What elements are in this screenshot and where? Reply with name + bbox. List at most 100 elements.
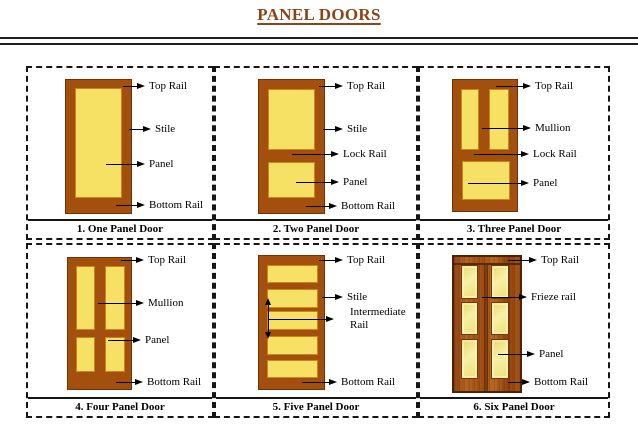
annotation-label: Bottom Rail xyxy=(341,376,396,388)
cell-caption: 3. Three Panel Door xyxy=(420,219,608,238)
arrow-right-icon xyxy=(331,151,339,157)
annotation-label: Top Rail xyxy=(149,80,188,92)
annotation-label: Frieze rail xyxy=(531,291,576,303)
arrow-up-icon xyxy=(264,298,271,305)
leader-line xyxy=(108,339,134,341)
leader-line xyxy=(306,205,330,207)
annotation-label: Mullion xyxy=(535,122,571,134)
arrow-right-icon xyxy=(326,316,334,322)
door-panel xyxy=(462,161,510,200)
leader-line xyxy=(98,302,137,304)
annotation-label: Lock Rail xyxy=(343,148,387,160)
door-panel xyxy=(267,265,318,283)
arrow-right-icon xyxy=(331,179,339,185)
leader-line xyxy=(123,85,138,87)
arrow-right-icon xyxy=(519,294,527,300)
annotation-label: Stile xyxy=(347,291,368,303)
arrow-right-icon xyxy=(522,379,530,385)
leader-line xyxy=(496,85,524,87)
leader-line xyxy=(302,381,330,383)
arrow-right-icon xyxy=(137,202,145,208)
arrow-right-icon xyxy=(137,161,145,167)
annotation-label: Lock Rail xyxy=(533,148,577,160)
cell-caption: 4. Four Panel Door xyxy=(28,397,212,416)
leader-line xyxy=(498,353,528,355)
door-panel xyxy=(105,266,125,330)
arrow-right-icon xyxy=(521,151,529,157)
leader-line xyxy=(116,381,136,383)
annotation-label: Panel xyxy=(145,334,170,346)
annotation-label: Panel xyxy=(149,158,174,170)
arrow-right-icon xyxy=(335,126,343,132)
annotation-label: Top Rail xyxy=(535,80,574,92)
annotation-label: Top Rail xyxy=(347,80,386,92)
door-panel xyxy=(267,336,318,355)
cell-caption: 6. Six Panel Door xyxy=(420,397,608,416)
arrow-right-icon xyxy=(529,257,537,263)
arrow-right-icon xyxy=(335,294,343,300)
door-panel xyxy=(267,360,318,378)
annotation-label: Top Rail xyxy=(347,254,386,266)
annotation-label: Bottom Rail xyxy=(149,199,204,211)
arrow-right-icon xyxy=(527,351,535,357)
annotation-label: Bottom Rail xyxy=(341,200,396,212)
leader-line xyxy=(482,127,524,129)
door-panel xyxy=(76,266,95,330)
arrow-right-icon xyxy=(523,125,531,131)
arrow-right-icon xyxy=(523,83,531,89)
leader-line xyxy=(508,259,530,261)
cell-six-panel-door: Top Rail Frieze rail Panel Bottom Rail 6… xyxy=(418,243,610,418)
cell-four-panel-door: Top Rail Mullion Panel Bottom Rail 4. Fo… xyxy=(26,243,214,418)
annotation-label: Top Rail xyxy=(148,254,187,266)
divider-line xyxy=(0,37,638,39)
annotation-label: Panel xyxy=(533,177,558,189)
door-panel xyxy=(489,89,509,150)
arrow-right-icon xyxy=(335,83,343,89)
door-panel xyxy=(461,339,478,379)
arrow-right-icon xyxy=(329,203,337,209)
cell-one-panel-door: Top Rail Stile Panel Bottom Rail 1. One … xyxy=(26,66,214,240)
door-one-panel xyxy=(65,79,132,214)
annotation-label: Stile xyxy=(155,123,176,135)
title-divider xyxy=(0,37,638,45)
cell-two-panel-door: Top Rail Stile Lock Rail Panel Bottom Ra… xyxy=(214,66,418,240)
door-panel xyxy=(268,89,315,150)
annotation-label: Panel xyxy=(343,176,368,188)
door-panel xyxy=(267,289,318,308)
door-two-panel xyxy=(258,79,325,214)
leader-line xyxy=(474,153,522,155)
leader-line xyxy=(121,259,137,261)
leader-line xyxy=(116,204,138,206)
cell-three-panel-door: Top Rail Mullion Lock Rail Panel 3. Thre… xyxy=(418,66,610,240)
annotation-label: Top Rail xyxy=(541,254,580,266)
arrow-right-icon xyxy=(335,257,343,263)
door-six-panel xyxy=(452,255,522,393)
top-rail-groove xyxy=(454,263,520,265)
arrow-right-icon xyxy=(136,257,144,263)
door-panel xyxy=(267,311,318,330)
leader-line xyxy=(508,381,523,383)
arrow-right-icon xyxy=(133,337,141,343)
arrow-right-icon xyxy=(137,83,145,89)
annotation-label: Panel xyxy=(539,348,564,360)
page-title: PANEL DOORS xyxy=(257,5,381,24)
divider-line xyxy=(0,43,638,45)
annotation-label: Bottom Rail xyxy=(147,376,202,388)
leader-line xyxy=(468,182,522,184)
door-panel xyxy=(268,162,315,198)
arrow-right-icon xyxy=(521,180,529,186)
leader-line xyxy=(482,296,520,298)
arrow-right-icon xyxy=(143,126,151,132)
door-panel xyxy=(105,337,125,372)
leader-line xyxy=(319,259,336,261)
cell-caption: 5. Five Panel Door xyxy=(216,397,416,416)
annotation-label: Bottom Rail xyxy=(534,376,589,388)
door-panel xyxy=(461,265,478,299)
door-four-panel xyxy=(67,257,132,390)
leader-line xyxy=(319,85,336,87)
door-panel xyxy=(491,339,509,379)
door-five-panel xyxy=(258,255,325,390)
leader-line xyxy=(292,153,332,155)
double-arrow-vertical-icon xyxy=(264,298,271,339)
